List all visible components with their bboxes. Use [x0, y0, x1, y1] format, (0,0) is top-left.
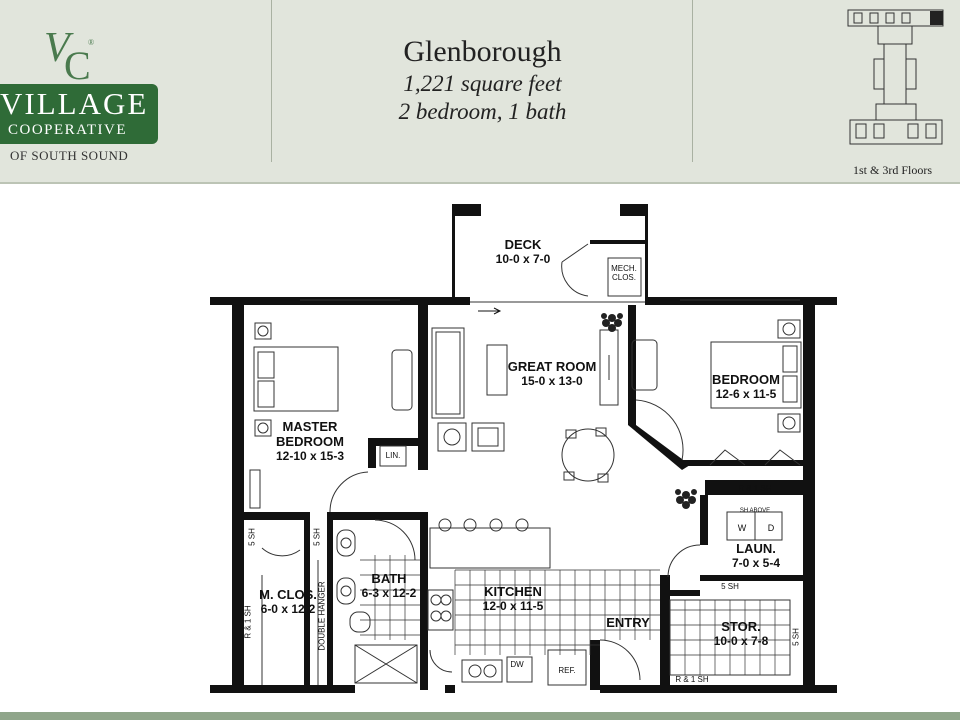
floors-caption: 1st & 3rd Floors	[852, 163, 932, 177]
vc-monogram: V C ®	[30, 25, 110, 88]
room-name: BEDROOM	[712, 372, 780, 387]
shelving-note: 5 SH	[247, 528, 257, 546]
building-key-plan	[847, 9, 944, 145]
village-cooperative-logo: V C ® VILLAGE COOPERATIVE OF SOUTH SOUND	[0, 25, 170, 168]
room-dimensions: 6-0 x 12-2	[260, 601, 316, 616]
room-dimensions: 10-0 x 7-8	[713, 633, 769, 648]
logo-village-text: VILLAGE	[0, 86, 149, 121]
shelf-above-note: SH ABOVE	[739, 508, 771, 514]
room-storage: STOR. 10-0 x 7-8	[713, 619, 769, 649]
floor-plan: DECK 10-0 x 7-0 MECH. CLOS. GREAT ROOM 1…	[0, 190, 960, 710]
room-linen: LIN.	[385, 451, 401, 460]
header-divider	[271, 0, 272, 162]
room-name: BEDROOM	[276, 433, 344, 449]
room-laundry: LAUN. 7-0 x 5-4	[731, 541, 781, 571]
dishwasher-label: DW	[510, 660, 524, 669]
room-name: BATH	[371, 571, 407, 586]
shelving-note: R & 1 SH	[243, 605, 253, 639]
monogram-v: V	[44, 25, 70, 71]
dryer-label: D	[767, 523, 775, 533]
plan-area: 1,221 square feet	[403, 71, 562, 96]
room-name: DECK	[504, 237, 542, 252]
room-entry: ENTRY	[606, 615, 650, 631]
room-name: STOR.	[721, 619, 761, 634]
room-mech-closet: MECH. CLOS.	[611, 264, 637, 282]
shelving-note: 5 SH	[721, 582, 739, 591]
logo-cooperative-text: COOPERATIVE	[8, 122, 128, 138]
room-master-closet: M. CLOS. 6-0 x 12-2	[259, 587, 317, 617]
room-great-room: GREAT ROOM 15-0 x 13-0	[507, 359, 597, 389]
floor-plan-drawing	[210, 204, 837, 693]
room-master-bedroom: MASTER BEDROOM 12-10 x 15-3	[275, 419, 345, 464]
room-dimensions: 12-10 x 15-3	[275, 448, 345, 463]
room-dimensions: 15-0 x 13-0	[521, 373, 583, 388]
room-dimensions: 10-0 x 7-0	[495, 251, 551, 266]
room-name: KITCHEN	[484, 584, 542, 599]
unit-highlight	[930, 11, 943, 25]
room-dimensions: 12-6 x 11-5	[715, 386, 777, 401]
room-name: CLOS.	[611, 273, 636, 283]
room-bath: BATH 6-3 x 12-2	[361, 571, 417, 601]
shelving-note: 5 SH	[312, 528, 322, 546]
refrigerator-label: REF.	[558, 666, 576, 675]
plan-title-block: Glenborough 1,221 square feet 2 bedroom,…	[275, 34, 690, 126]
shelving-note: R & 1 SH	[675, 675, 709, 684]
room-name: ENTRY	[606, 615, 650, 630]
plan-name: Glenborough	[403, 35, 562, 68]
header-banner: V C ® VILLAGE COOPERATIVE OF SOUTH SOUND…	[0, 0, 960, 184]
registered-mark: ®	[88, 38, 95, 47]
room-name: GREAT ROOM	[507, 359, 597, 374]
room-name: LAUN.	[736, 541, 776, 556]
room-bedroom: BEDROOM 12-6 x 11-5	[712, 372, 780, 402]
room-dimensions: 12-0 x 11-5	[482, 598, 544, 613]
shelving-note: R & 1 SH	[738, 484, 772, 493]
double-hanger-note: DOUBLE HANGER	[317, 581, 327, 651]
room-name: M. CLOS.	[259, 587, 317, 602]
header-divider	[692, 0, 693, 162]
room-name: MASTER	[282, 419, 338, 434]
monogram-c: C	[64, 43, 91, 88]
footer-band	[0, 712, 960, 720]
logo-location-text: OF SOUTH SOUND	[10, 148, 129, 163]
room-deck: DECK 10-0 x 7-0	[495, 237, 551, 267]
room-dimensions: 6-3 x 12-2	[361, 585, 417, 600]
washer-label: W	[737, 523, 747, 533]
shelving-note: 5 SH	[791, 628, 801, 646]
plan-bed-bath: 2 bedroom, 1 bath	[398, 99, 567, 124]
logo-band: VILLAGE COOPERATIVE	[0, 84, 158, 144]
room-dimensions: 7-0 x 5-4	[731, 555, 781, 570]
room-kitchen: KITCHEN 12-0 x 11-5	[482, 584, 544, 614]
room-name: MECH.	[611, 264, 637, 273]
